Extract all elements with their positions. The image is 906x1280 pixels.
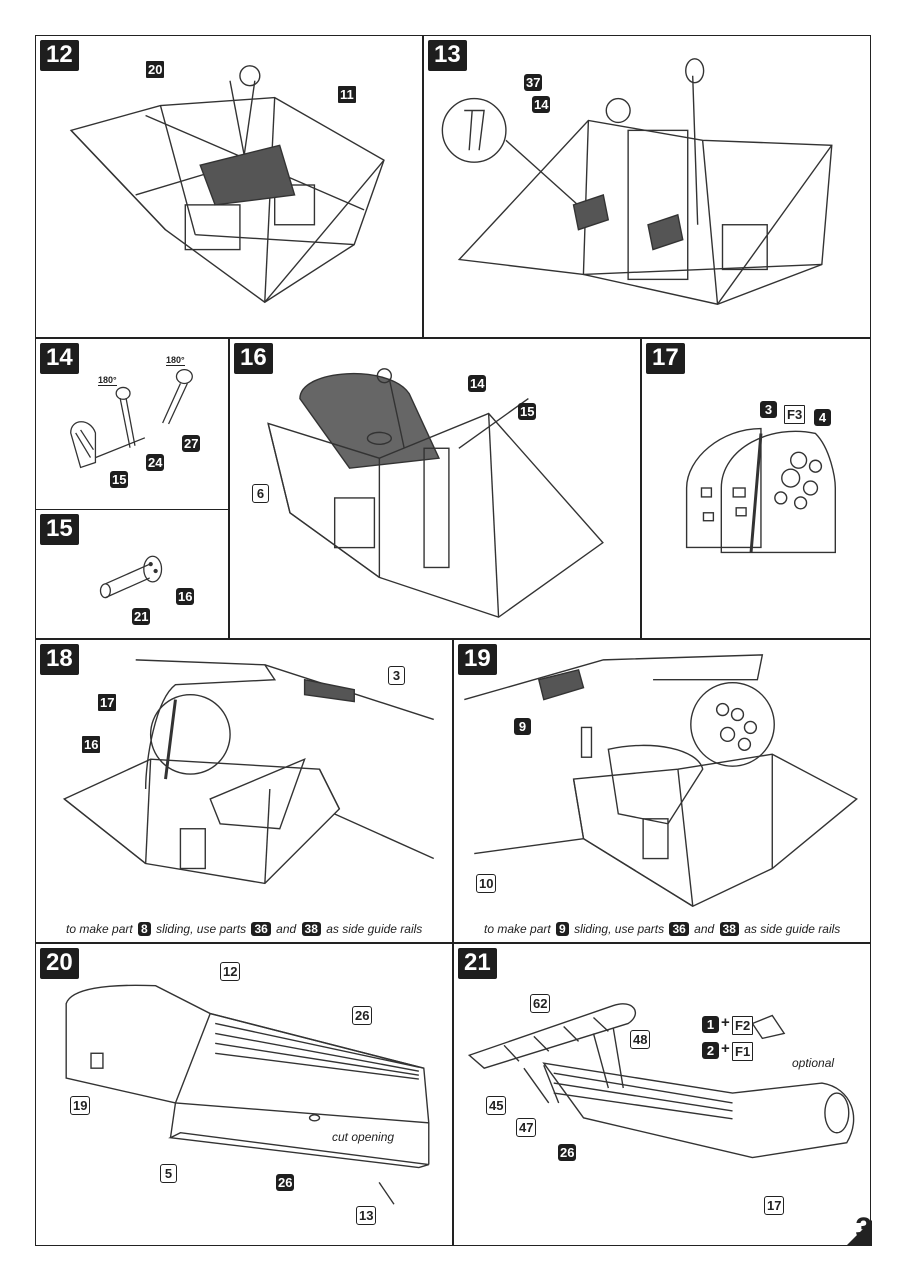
part-label-11: 11: [338, 86, 356, 103]
step-15-panel: 15 16 21: [35, 509, 229, 639]
step-number: 15: [40, 514, 79, 545]
note-text: sliding, use parts: [156, 922, 247, 936]
part-label-13: 13: [356, 1206, 377, 1225]
part-label-16: 16: [82, 736, 101, 753]
note-text: as side guide rails: [744, 922, 841, 936]
part-label-47: 47: [516, 1118, 537, 1137]
step-number: 20: [40, 948, 79, 979]
note-text: to make part: [484, 922, 551, 936]
step-14-panel: 14 180° 180° 15 24 27: [35, 338, 229, 510]
step-20-panel: 20 12 26 19 5 26 13 cut opening: [35, 943, 453, 1246]
step-number: 12: [40, 40, 79, 71]
step-17-panel: 17 3 F3 4: [641, 338, 871, 639]
part-label-27: 27: [182, 435, 201, 452]
note-text: and: [276, 922, 297, 936]
part-label-17: 17: [98, 694, 117, 711]
note-part-38: 38: [719, 922, 739, 936]
note-part-38: 38: [301, 922, 321, 936]
part-label-14: 14: [532, 96, 551, 113]
shaft-assembly-illustration: [99, 555, 163, 599]
part-label-21: 21: [132, 608, 151, 625]
part-label-F3: F3: [784, 405, 806, 424]
note-text: to make part: [66, 922, 133, 936]
upper-wing-assembly-illustration: [467, 1003, 855, 1159]
instrument-panel-illustration: [685, 427, 836, 554]
part-label-F1: F1: [732, 1042, 754, 1061]
part-label-9: 9: [514, 718, 531, 735]
angle-label: 180°: [98, 375, 117, 386]
part-label-48: 48: [630, 1030, 651, 1049]
step-18-panel: 18 17 16 3 to make part 8 sliding, use p…: [35, 639, 453, 943]
step-19-panel: 19 9 10 to make part 9 sliding, use part…: [453, 639, 871, 943]
step-12-panel: 12 20 11: [35, 35, 423, 338]
part-label-6: 6: [252, 484, 269, 503]
part-label-5: 5: [160, 1164, 177, 1183]
seat-frame-illustration: [267, 368, 604, 618]
optional-note: optional: [792, 1056, 835, 1070]
rudder-pedals-illustration: [441, 58, 833, 305]
part-label-3: 3: [760, 401, 777, 418]
angle-label: 180°: [166, 355, 185, 366]
step-number: 17: [646, 343, 685, 374]
step-number: 21: [458, 948, 497, 979]
part-label-4: 4: [814, 409, 831, 426]
cut-opening-note: cut opening: [332, 1130, 395, 1144]
step-number: 14: [40, 343, 79, 374]
cockpit-install-right-illustration: [464, 654, 858, 908]
step-16-panel: 16 14 15 6: [229, 338, 641, 639]
note-part-8: 8: [138, 922, 151, 936]
part-label-15: 15: [110, 471, 129, 488]
plus-sign: +: [721, 1040, 730, 1057]
note-text: and: [694, 922, 715, 936]
page-corner-mark: [846, 1220, 872, 1246]
page-number: 3: [855, 1212, 872, 1245]
part-label-15: 15: [518, 403, 537, 420]
part-label-2: 2: [702, 1042, 719, 1059]
step-number: 18: [40, 644, 79, 675]
part-label-26: 26: [558, 1144, 577, 1161]
step-21-panel: 21 62 48 45 47 26 17 1 + F2 2 + F1 optio…: [453, 943, 871, 1246]
note-part-9: 9: [556, 922, 569, 936]
part-label-45: 45: [486, 1096, 507, 1115]
cockpit-frame-illustration: [69, 65, 385, 304]
cockpit-install-left-illustration: [62, 659, 435, 885]
step-number: 19: [458, 644, 497, 675]
part-label-10: 10: [476, 874, 497, 893]
part-label-26: 26: [276, 1174, 295, 1191]
fuselage-closing-illustration: [65, 984, 430, 1205]
step-13-panel: 13 37 14: [423, 35, 871, 338]
note-part-36: 36: [669, 922, 689, 936]
part-label-19: 19: [70, 1096, 91, 1115]
part-label-16: 16: [176, 588, 195, 605]
part-label-26: 26: [352, 1006, 373, 1025]
part-label-37: 37: [524, 74, 543, 91]
part-label-F2: F2: [732, 1016, 754, 1035]
plus-sign: +: [721, 1014, 730, 1031]
part-label-17: 17: [764, 1196, 785, 1215]
sliding-instruction-note: to make part 8 sliding, use parts 36 and…: [66, 922, 422, 936]
part-label-24: 24: [146, 454, 165, 471]
part-label-1: 1: [702, 1016, 719, 1033]
note-part-36: 36: [251, 922, 271, 936]
part-label-20: 20: [146, 61, 165, 78]
control-linkage-illustration: [70, 368, 193, 469]
note-text: sliding, use parts: [574, 922, 665, 936]
part-label-3: 3: [388, 666, 405, 685]
part-label-14: 14: [468, 375, 487, 392]
note-text: as side guide rails: [326, 922, 423, 936]
sliding-instruction-note: to make part 9 sliding, use parts 36 and…: [484, 922, 840, 936]
step-number: 13: [428, 40, 467, 71]
part-label-62: 62: [530, 994, 551, 1013]
part-label-12: 12: [220, 962, 241, 981]
step-number: 16: [234, 343, 273, 374]
